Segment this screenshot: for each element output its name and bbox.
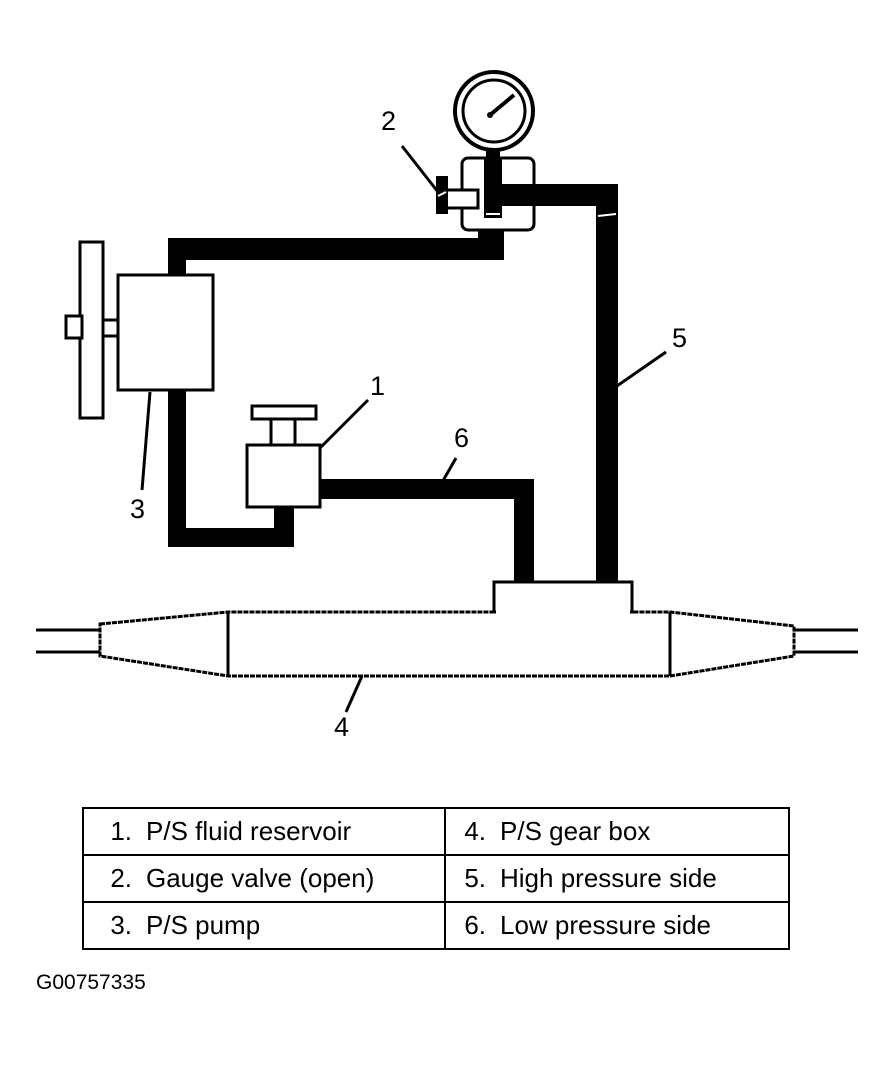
figure-id: G00757335 (36, 971, 146, 994)
legend-cell: 5. High pressure side (444, 854, 790, 903)
legend-label: P/S fluid reservoir (146, 816, 352, 846)
legend-label: Gauge valve (open) (146, 863, 375, 893)
legend-number: 6. (464, 910, 486, 940)
legend-label: Low pressure side (500, 910, 711, 940)
leader-lines (140, 145, 667, 713)
legend-number: 1. (110, 816, 132, 846)
legend-cell: 6. Low pressure side (444, 901, 790, 950)
legend-number: 5. (464, 863, 486, 893)
legend-row: 3. P/S pump 6. Low pressure side (82, 901, 790, 950)
legend-cell: 1. P/S fluid reservoir (82, 807, 446, 856)
legend-number: 2. (110, 863, 132, 893)
power-steering-pressure-test-diagram: 1 2 3 4 5 6 (36, 70, 858, 742)
legend-label: P/S pump (146, 910, 261, 940)
callout-1: 1 (370, 371, 385, 401)
legend-row: 1. P/S fluid reservoir 4. P/S gear box (82, 807, 790, 856)
legend-number: 3. (110, 910, 132, 940)
pump-to-reservoir-line (168, 390, 294, 547)
callout-3: 3 (130, 494, 145, 524)
callout-5: 5 (672, 323, 687, 353)
pump-pulley (64, 240, 121, 420)
legend-label: High pressure side (500, 863, 717, 893)
ps-pump (116, 273, 215, 392)
ps-fluid-reservoir (245, 404, 322, 509)
legend-cell: 4. P/S gear box (444, 807, 790, 856)
gauge-valve (436, 176, 480, 214)
callout-4: 4 (334, 712, 349, 742)
callout-6: 6 (454, 423, 469, 453)
low-pressure-line (320, 479, 534, 584)
legend-number: 4. (464, 816, 486, 846)
legend-cell: 3. P/S pump (82, 901, 446, 950)
gauge-assembly (436, 70, 536, 232)
legend-label: P/S gear box (500, 816, 651, 846)
legend-cell: 2. Gauge valve (open) (82, 854, 446, 903)
legend-row: 2. Gauge valve (open) 5. High pressure sid… (82, 854, 790, 903)
callout-2: 2 (381, 106, 396, 136)
pump-to-gauge-line (168, 205, 504, 275)
ps-gear-box (36, 580, 858, 678)
high-pressure-line (530, 184, 618, 584)
legend-table: 1. P/S fluid reservoir 4. P/S gear box 2. G… (82, 807, 790, 950)
